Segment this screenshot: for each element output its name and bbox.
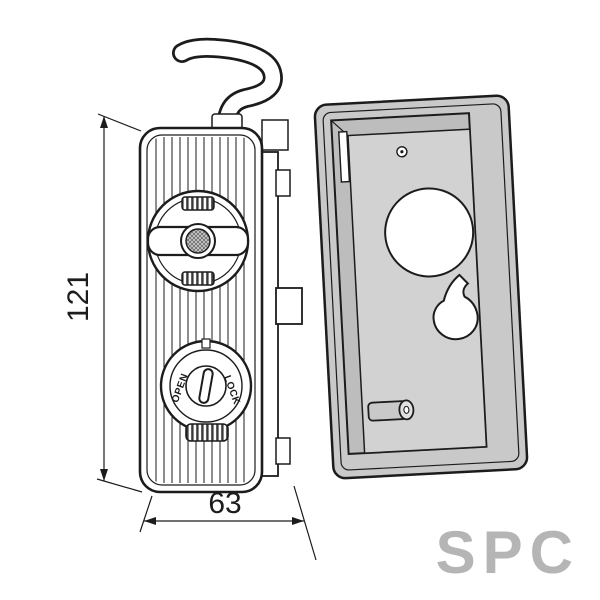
extension-line-left xyxy=(139,495,153,533)
hook-lever xyxy=(172,37,283,150)
thumb-turn-knob xyxy=(146,189,250,293)
box-latch-notch xyxy=(432,273,479,341)
body-inner-edge xyxy=(146,134,256,486)
arrowhead-top xyxy=(100,116,108,128)
box-flange-inner-edge xyxy=(322,103,520,471)
box-depth-edge-bottomleft xyxy=(348,452,365,455)
knob-ribbed-tab-top xyxy=(181,196,215,211)
arrowhead-bottom xyxy=(100,469,108,481)
keyhole-slot xyxy=(198,368,214,404)
arrowhead-left xyxy=(144,517,156,525)
cylinder-index-notch xyxy=(201,338,211,349)
dimension-height xyxy=(96,113,143,493)
knob-hub-knurl xyxy=(185,228,211,254)
mechanism-part-top xyxy=(261,119,289,151)
knob-ribbed-tab-bottom xyxy=(181,271,215,286)
bushing-hole xyxy=(403,405,410,414)
mounting-box-rear-view xyxy=(313,94,529,480)
latch-bolt xyxy=(275,287,303,325)
box-screw-hole-center xyxy=(400,150,404,154)
extension-line-top xyxy=(97,113,142,132)
box-side-slot xyxy=(338,130,351,183)
key-cylinder: OPEN LOCK xyxy=(159,338,253,442)
cylinder-ribbed-plate xyxy=(185,423,229,442)
mechanism-part-upper xyxy=(275,169,291,197)
dimension-width xyxy=(139,485,317,561)
lock-front-view: OPEN LOCK xyxy=(138,126,264,494)
side-mechanism xyxy=(257,119,303,477)
spc-watermark: SPC xyxy=(436,519,580,586)
arrowhead-right xyxy=(292,517,304,525)
mechanism-part-lower xyxy=(275,437,291,465)
extension-line-bottom xyxy=(96,478,143,493)
extension-line-right xyxy=(293,485,317,561)
hook-fill xyxy=(174,40,281,148)
box-cylinder-hole xyxy=(384,187,475,278)
dimension-height-label: 121 xyxy=(62,272,95,322)
box-wire-bushing xyxy=(367,399,415,422)
